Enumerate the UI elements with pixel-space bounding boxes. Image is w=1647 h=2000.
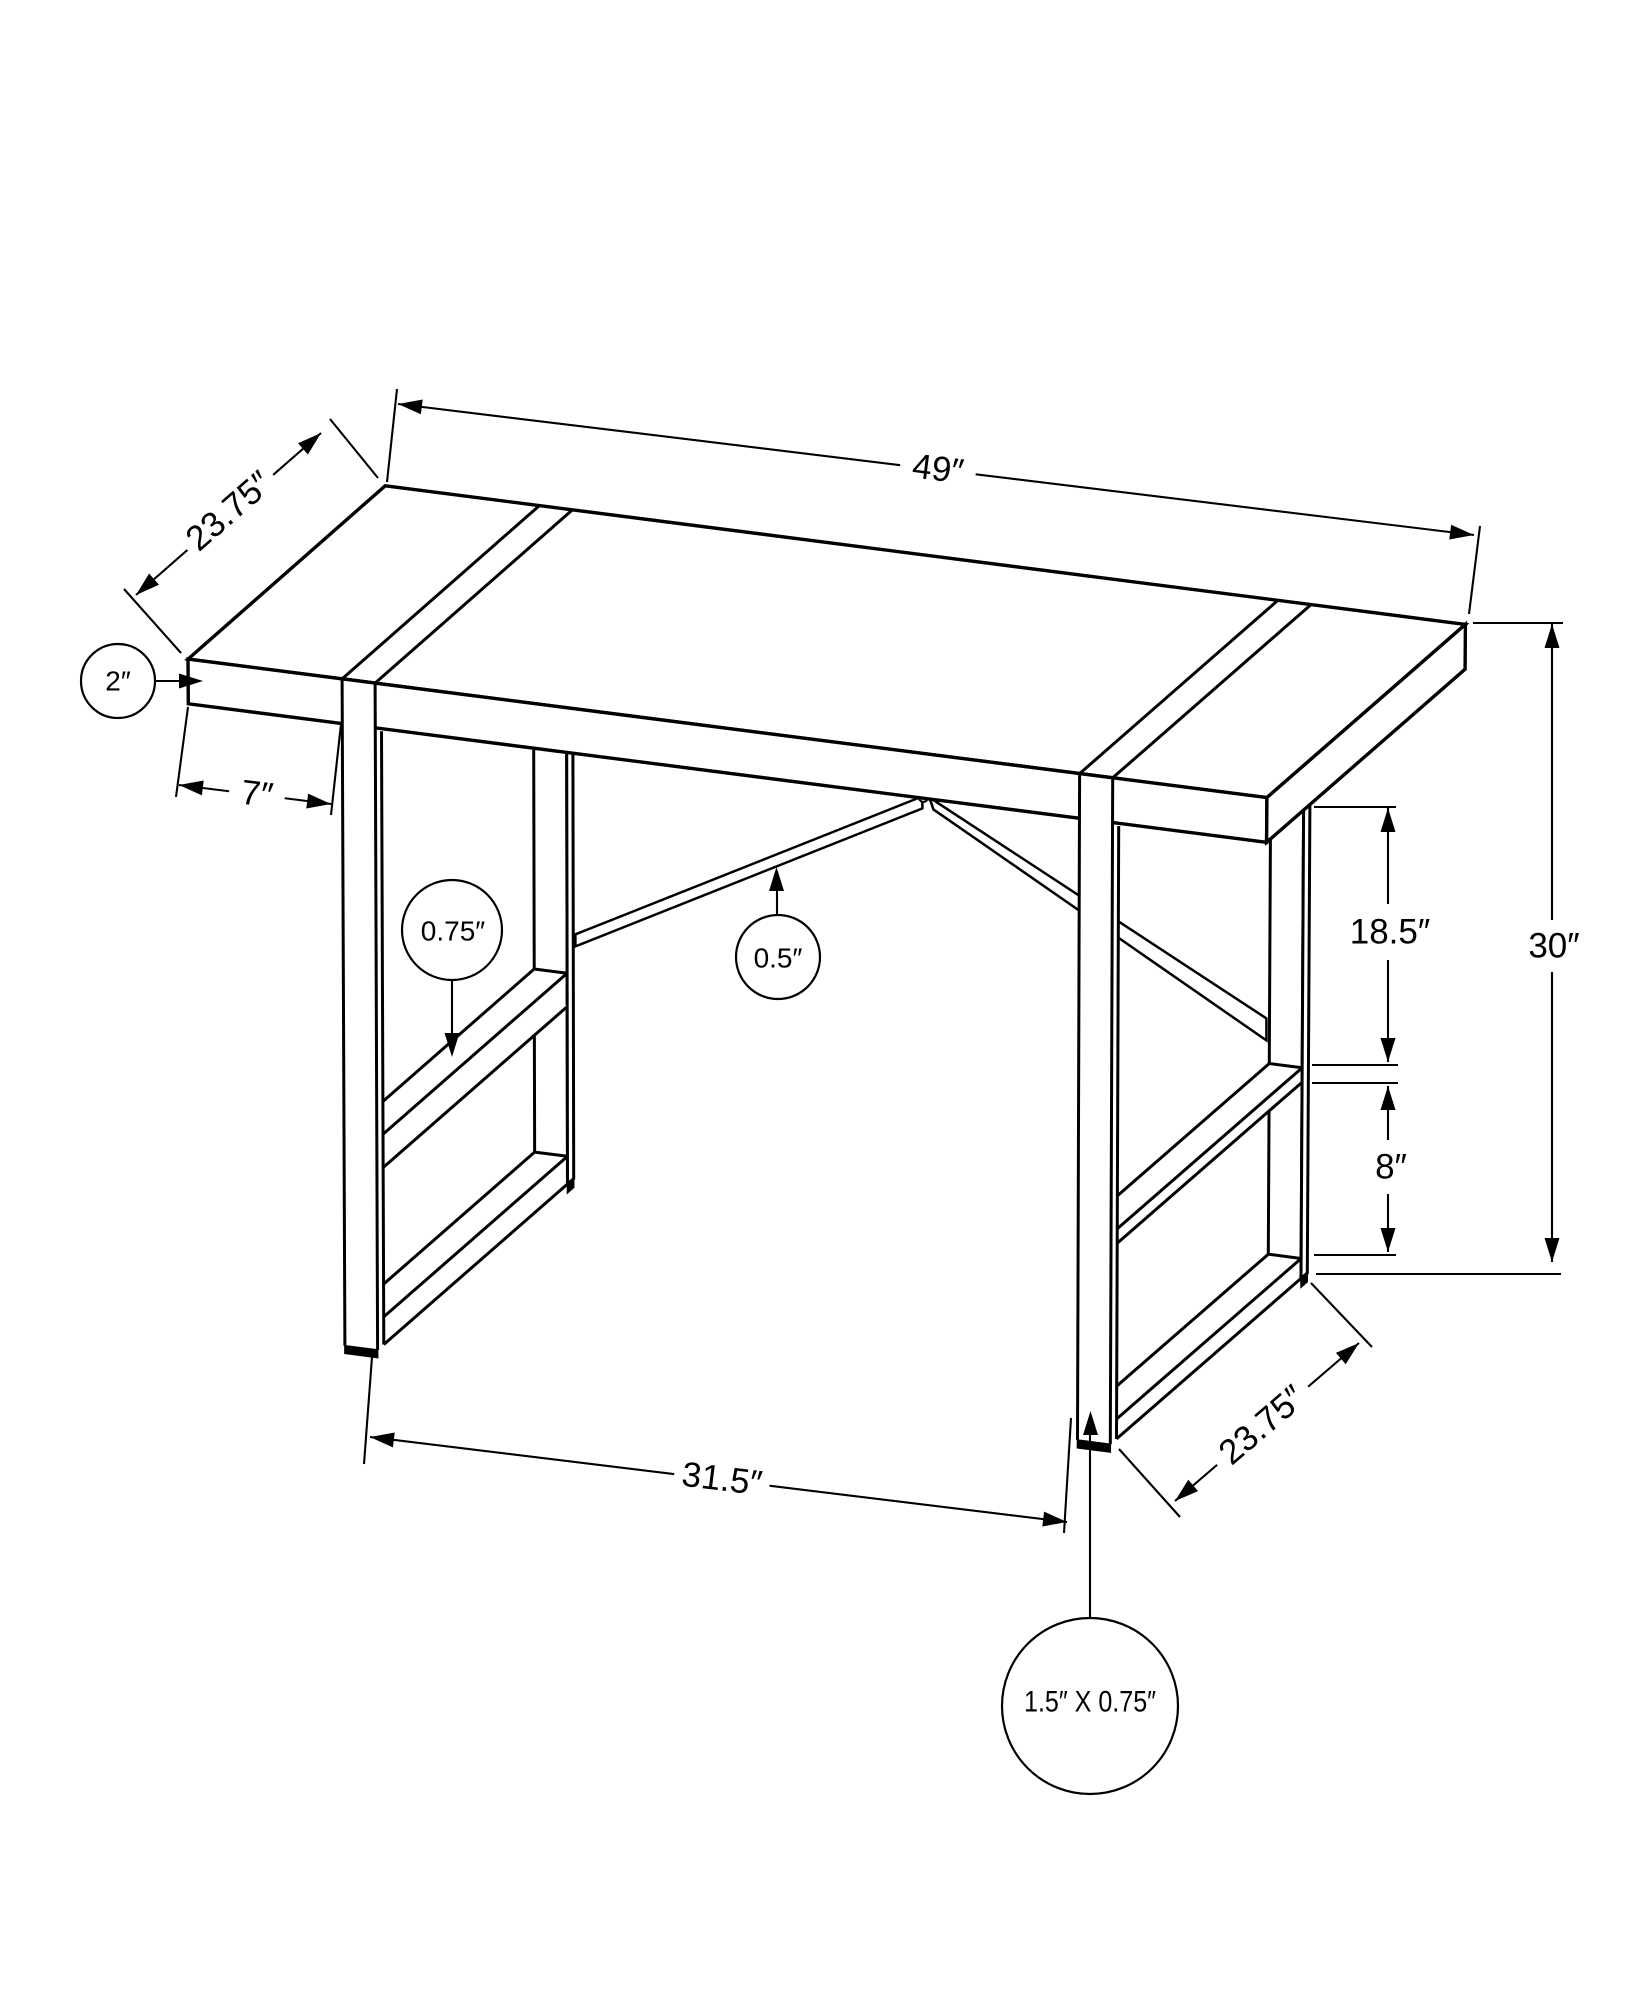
svg-text:8″: 8″ <box>1375 1148 1407 1187</box>
svg-text:2″: 2″ <box>105 666 131 697</box>
svg-text:0.5″: 0.5″ <box>754 943 803 974</box>
svg-text:30″: 30″ <box>1528 927 1579 966</box>
svg-text:31.5″: 31.5″ <box>680 1455 765 1504</box>
svg-text:49″: 49″ <box>910 447 966 492</box>
svg-text:18.5″: 18.5″ <box>1350 913 1431 952</box>
svg-text:7″: 7″ <box>239 773 275 816</box>
svg-text:0.75″: 0.75″ <box>421 916 485 947</box>
svg-text:1.5″ X 0.75″: 1.5″ X 0.75″ <box>1024 1686 1156 1719</box>
